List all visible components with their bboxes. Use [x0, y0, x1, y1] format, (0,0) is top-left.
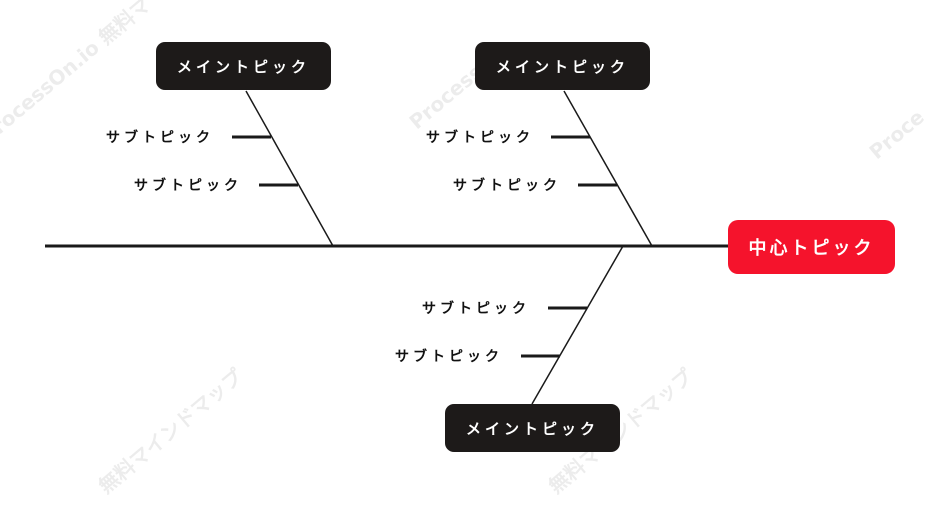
- subtopic[interactable]: サブトピック: [395, 349, 503, 365]
- subtopic[interactable]: サブトピック: [134, 178, 242, 194]
- branch-line: [563, 90, 653, 247]
- branch-line: [531, 245, 624, 405]
- main-topic-1[interactable]: メイントピック: [156, 42, 331, 90]
- center-topic[interactable]: 中心トピック: [728, 220, 895, 274]
- subtopic[interactable]: サブトピック: [426, 130, 534, 146]
- main-topic-2[interactable]: メイントピック: [475, 42, 650, 90]
- subtopic[interactable]: サブトピック: [422, 301, 530, 317]
- subtopic[interactable]: サブトピック: [453, 178, 561, 194]
- subtopic[interactable]: サブトピック: [106, 130, 214, 146]
- main-topic-3[interactable]: メイントピック: [445, 404, 620, 452]
- branch-line: [245, 90, 334, 247]
